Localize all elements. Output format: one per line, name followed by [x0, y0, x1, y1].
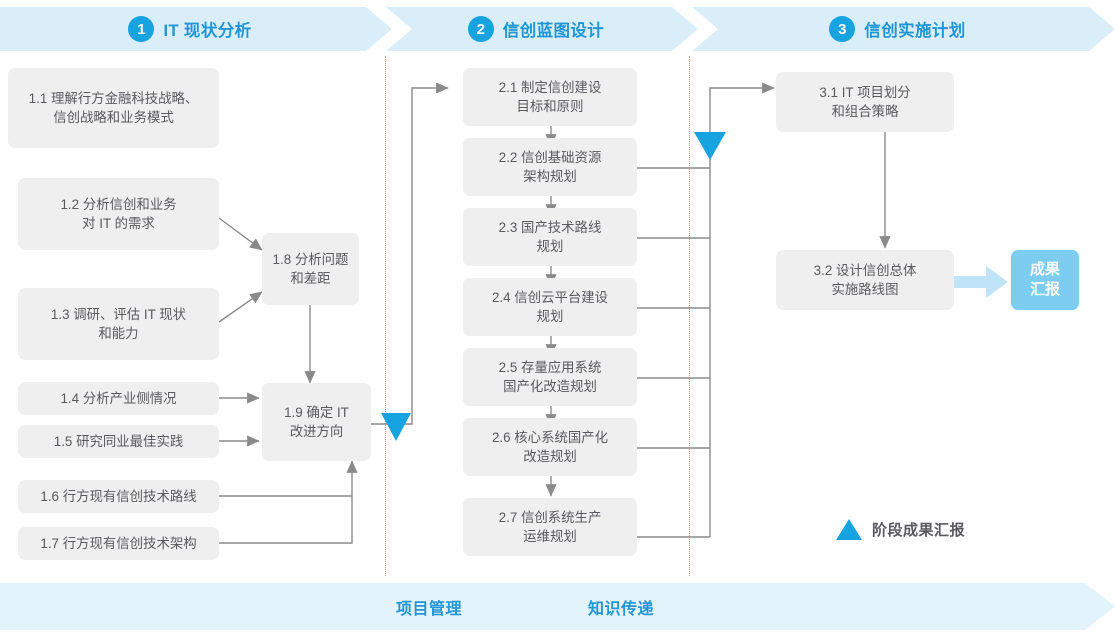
phase-number-1: 1 [128, 16, 155, 42]
process-box-2-5[interactable]: 2.5 存量应用系统国产化改造规划 [463, 348, 637, 406]
bottom-band [0, 583, 1115, 630]
process-box-1-5[interactable]: 1.5 研究同业最佳实践 [18, 425, 219, 458]
phase-number-2: 2 [467, 16, 494, 42]
process-box-2-3[interactable]: 2.3 国产技术路线规划 [463, 208, 637, 266]
phase-number-3: 3 [829, 16, 856, 42]
process-box-3-1[interactable]: 3.1 IT 项目划分和组合策略 [776, 72, 954, 132]
phase-band-3: 3 信创实施计划 [692, 7, 1115, 51]
process-box-2-4[interactable]: 2.4 信创云平台建设规划 [463, 278, 637, 336]
phase-title-1: IT 现状分析 [163, 22, 252, 40]
process-box-1-8[interactable]: 1.8 分析问题和差距 [262, 233, 359, 305]
legend-label: 阶段成果汇报 [872, 522, 966, 539]
process-box-2-2[interactable]: 2.2 信创基础资源架构规划 [463, 138, 637, 196]
process-box-1-6[interactable]: 1.6 行方现有信创技术路线 [18, 480, 219, 513]
process-box-1-4[interactable]: 1.4 分析产业侧情况 [18, 382, 219, 415]
result-badge[interactable]: 成果汇报 [1011, 250, 1079, 310]
phase-band-2: 2 信创蓝图设计 [386, 7, 698, 51]
phase-band-1: 1 IT 现状分析 [0, 7, 392, 51]
process-box-1-3[interactable]: 1.3 调研、评估 IT 现状和能力 [18, 288, 219, 360]
process-box-1-7[interactable]: 1.7 行方现有信创技术架构 [18, 527, 219, 560]
milestone-triangle-phase2 [694, 132, 726, 160]
phase-divider-2 [689, 56, 690, 576]
process-box-2-1[interactable]: 2.1 制定信创建设目标和原则 [463, 68, 637, 126]
process-box-1-1[interactable]: 1.1 理解行方金融科技战略、信创战略和业务模式 [8, 68, 219, 148]
bottom-label-project-management: 项目管理 [396, 600, 463, 618]
triangle-up-icon [836, 519, 862, 540]
process-box-1-2[interactable]: 1.2 分析信创和业务对 IT 的需求 [18, 178, 219, 250]
process-box-3-2[interactable]: 3.2 设计信创总体实施路线图 [776, 250, 954, 310]
phase-divider-1 [385, 56, 386, 576]
phase-title-3: 信创实施计划 [864, 22, 966, 40]
process-box-2-7[interactable]: 2.7 信创系统生产运维规划 [463, 498, 637, 556]
result-arrow-icon [951, 266, 1008, 298]
process-box-2-6[interactable]: 2.6 核心系统国产化改造规划 [463, 418, 637, 476]
bottom-label-knowledge-transfer: 知识传递 [588, 600, 655, 618]
legend: 阶段成果汇报 [836, 519, 965, 540]
phase-title-2: 信创蓝图设计 [502, 22, 605, 40]
